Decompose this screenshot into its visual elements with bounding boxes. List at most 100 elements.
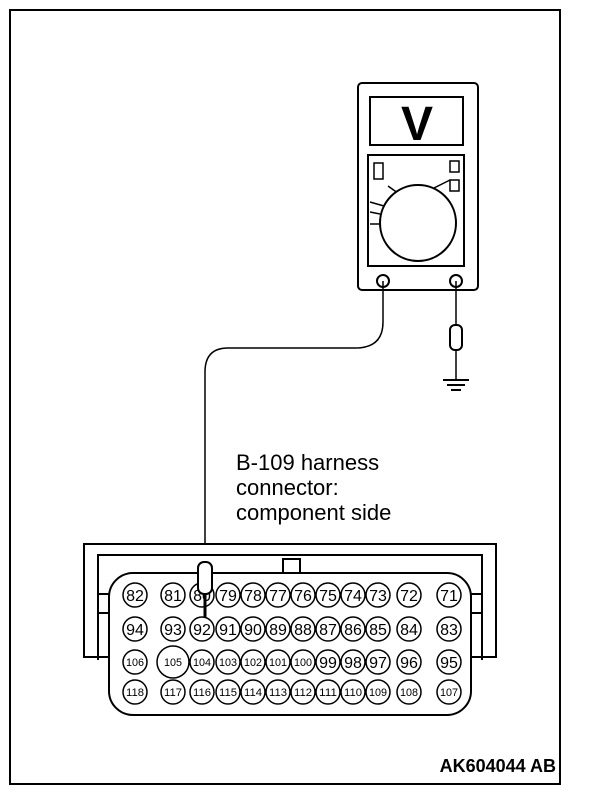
positive-test-lead [204,281,384,562]
pin-circle [436,649,462,675]
pin-circle [240,582,266,608]
pin-number: 91 [219,622,237,639]
pin-number: 85 [369,622,387,639]
pin-circle [160,582,186,608]
pin-circle [122,616,148,642]
pin-circle [265,616,291,642]
pin-circle [215,582,241,608]
pin-number: 103 [219,657,237,669]
dial-range-mark [369,211,381,215]
pin-number: 110 [344,687,362,699]
pin-number: 79 [219,588,237,605]
pin-number: 114 [244,687,262,699]
pin-circle [340,582,366,608]
pin-number: 112 [294,687,312,699]
pin-circle [290,649,316,675]
pin-number: 78 [244,588,262,605]
pin-number: 105 [164,657,182,669]
pin-number: 111 [319,687,337,699]
pin-number: 92 [193,622,211,639]
pin-number: 113 [269,687,287,699]
pin-circle [122,582,148,608]
mode-button-left [373,162,384,180]
test-probe-body [197,561,213,595]
pin-circle [265,582,291,608]
pin-number: 117 [164,687,182,699]
diagram-border [9,9,561,785]
pin-number: 88 [294,622,312,639]
pin-circle [436,679,462,705]
pin-number: 102 [244,657,262,669]
pin-number: 87 [319,622,337,639]
multimeter-display [369,96,464,146]
pin-number: 108 [400,687,418,699]
pin-circle [240,616,266,642]
pin-circle [315,616,341,642]
pin-number: 72 [400,588,418,605]
pin-circle [436,582,462,608]
ground-icon [443,379,469,391]
connector-label-line: B-109 harness [236,450,380,475]
pin-circle [240,649,266,675]
mode-button-top-right [449,160,460,173]
pin-circle [265,679,291,705]
pin-circle [340,616,366,642]
pin-circle [290,616,316,642]
connector-label: B-109 harness connector: component side [236,450,391,525]
pin-number: 104 [193,657,211,669]
pin-number: 81 [164,588,182,605]
pin-number: 73 [369,588,387,605]
pin-number: 83 [440,622,458,639]
pin-number: 98 [344,655,362,672]
pin-number: 93 [164,622,182,639]
connector-label-line: connector: [236,475,339,500]
pin-number: 99 [319,655,337,672]
connector-label-line: component side [236,500,392,525]
pin-circle [340,679,366,705]
pin-circle [215,649,241,675]
connector-side-guide-left [97,593,110,614]
pin-number: 74 [344,588,362,605]
pin-number: 76 [294,588,312,605]
connector-side-guide-right [470,593,483,614]
pin-number: 118 [126,687,144,699]
pin-number: 71 [440,588,458,605]
pin-number: 86 [344,622,362,639]
pin-number: 115 [219,687,237,699]
mode-button-right [449,179,460,192]
pin-circle [290,582,316,608]
pin-circle [365,649,391,675]
pin-number: 95 [440,655,458,672]
pin-circle [315,679,341,705]
pin-circle [122,649,148,675]
pin-number: 109 [369,687,387,699]
display-voltage-symbol: V [401,98,433,151]
pin-circle [340,649,366,675]
pin-circle [156,645,190,679]
pin-circle [265,649,291,675]
pin-circle [436,616,462,642]
pin-circle [396,679,422,705]
pin-circle [122,679,148,705]
pin-circle [396,616,422,642]
pin-number: 77 [269,588,287,605]
pin-circle [365,616,391,642]
pin-number: 75 [319,588,337,605]
pin-number: 101 [269,657,287,669]
pin-number: 94 [126,622,144,639]
reference-code: AK604044 AB [439,756,556,776]
ground-lead [443,281,469,391]
pin-number: 106 [126,657,144,669]
dial-range-mark [369,201,385,207]
pin-circle [290,679,316,705]
pin-circle [396,649,422,675]
pin-circle [189,649,215,675]
pin-circle [160,616,186,642]
pin-number: 97 [369,655,387,672]
selector-dial [379,184,457,262]
dial-range-mark [433,179,451,189]
pin-circle [396,582,422,608]
